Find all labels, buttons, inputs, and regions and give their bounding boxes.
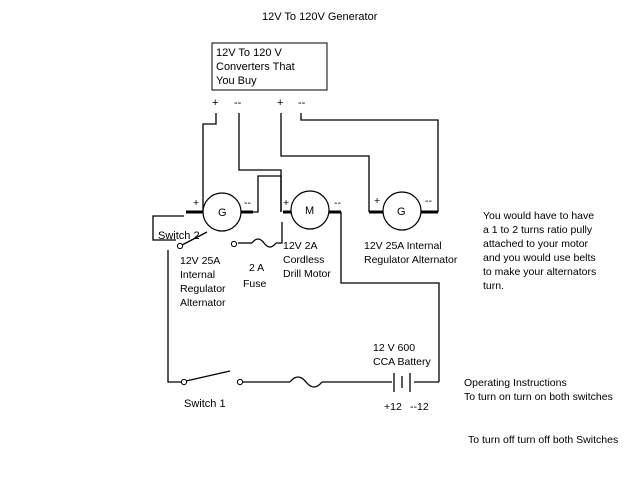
- alt1-minus: --: [244, 197, 251, 209]
- wire-switch2-loop: [152, 215, 184, 241]
- note-line-4: and you would use belts: [483, 252, 596, 264]
- converter-terminal-2-plus: +: [277, 97, 283, 109]
- note-line-2: a 1 to 2 turns ratio pully: [483, 224, 593, 236]
- fuse1-symbol: [251, 238, 277, 248]
- converter-label-line-3: You Buy: [216, 75, 257, 87]
- switch-2: Switch 2: [158, 230, 238, 250]
- note-line-6: turn.: [483, 280, 504, 292]
- wire-converter2-minus: [300, 113, 439, 212]
- alt1-symbol: G: [218, 207, 227, 219]
- battery-label-line-1: 12 V 600: [373, 342, 415, 354]
- alt1-circle: [202, 192, 242, 232]
- alt2-symbol: G: [397, 206, 406, 218]
- motor-plus: +: [283, 197, 289, 209]
- note-line-3: attached to your motor: [483, 238, 589, 250]
- note-line-1: You would have to have: [483, 210, 594, 222]
- wire-motor-minus-return: [340, 212, 440, 382]
- wire-converter1-plus: [202, 113, 217, 212]
- converter-label-line-2: Converters That: [216, 61, 295, 73]
- alt2-plus: +: [374, 195, 380, 207]
- switch1-label: Switch 1: [184, 398, 226, 410]
- motor-label-line-3: Drill Motor: [283, 268, 331, 280]
- alternator-2: G + --: [369, 191, 438, 231]
- switch2-contact-left: [176, 242, 184, 250]
- converter-terminal-1-plus: +: [212, 97, 218, 109]
- battery-plus: +12: [384, 401, 402, 413]
- switch1-lever: [185, 370, 231, 382]
- motor-circle: [290, 190, 330, 230]
- battery-minus: --12: [410, 401, 429, 413]
- alt2-minus: --: [425, 195, 432, 207]
- alternator-1: G + --: [186, 192, 253, 232]
- motor-minus: --: [334, 197, 341, 209]
- alt1-label-line-2: Internal: [180, 269, 215, 281]
- battery: 12 V 600 CCA Battery +12 --12: [373, 342, 432, 413]
- drill-motor: M + --: [283, 190, 341, 230]
- alt1-plus: +: [193, 197, 199, 209]
- converter-rect: [211, 42, 328, 91]
- wire-converter2-plus: [280, 113, 370, 212]
- switch2-lever: [181, 231, 208, 246]
- instructions-off: To turn off turn off both Switches: [468, 434, 618, 446]
- alt1-label-line-3: Regulator: [180, 283, 226, 295]
- converter-terminal-1-minus: --: [234, 97, 242, 109]
- diagram-title: 12V To 120V Generator: [262, 11, 378, 23]
- switch-1: Switch 1: [180, 370, 244, 410]
- fuse-label-line-2: Fuse: [243, 278, 267, 290]
- motor-symbol: M: [305, 205, 314, 217]
- alt2-circle: [382, 191, 422, 231]
- switch2-label: Switch 2: [158, 230, 200, 242]
- wiring: [152, 113, 440, 388]
- converter-terminal-2-minus: --: [298, 97, 306, 109]
- switch1-contact-left: [180, 378, 188, 386]
- wire-left-return: [167, 250, 181, 383]
- alt1-label-line-4: Alternator: [180, 297, 226, 309]
- alt2-label-line-2: Regulator Alternator: [364, 254, 458, 266]
- converter-label-line-1: 12V To 120 V: [216, 47, 283, 59]
- note-line-5: to make your alternators: [483, 266, 596, 278]
- fuse-label-line-1: 2 A: [249, 262, 264, 274]
- fuse2-symbol: [289, 376, 323, 388]
- switch1-contact-right: [236, 378, 244, 386]
- instructions-heading: Operating Instructions: [464, 377, 567, 389]
- instructions-on: To turn on turn on both switches: [464, 391, 613, 403]
- battery-label-line-2: CCA Battery: [373, 356, 432, 368]
- switch2-contact-right: [230, 240, 238, 248]
- alt2-label-line-1: 12V 25A Internal: [364, 240, 442, 252]
- wire-alt1-minus: [251, 175, 282, 213]
- converter-box: 12V To 120 V Converters That You Buy + -…: [211, 42, 328, 109]
- wire-fuse-motor: [276, 222, 283, 244]
- motor-label-line-1: 12V 2A: [283, 240, 317, 252]
- alt1-label-line-1: 12V 25A: [180, 255, 220, 267]
- motor-label-line-2: Cordless: [283, 254, 324, 266]
